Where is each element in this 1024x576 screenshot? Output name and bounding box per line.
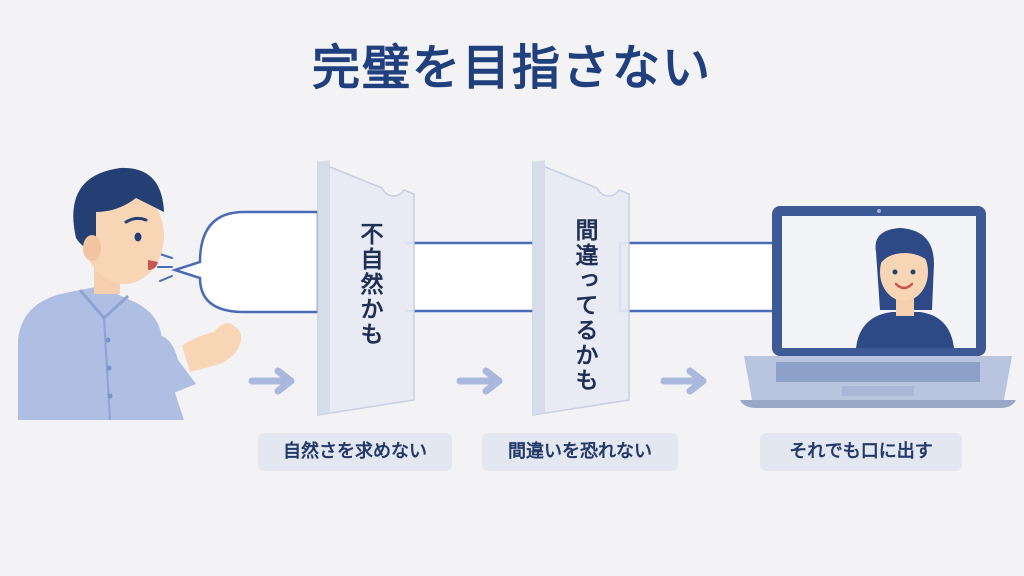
panel-label-unnatural: 不自然かも [356,222,382,347]
speech-bubble [157,210,850,314]
page-title: 完璧を目指さない [311,40,712,96]
caption-dont-fear-mistakes: 間違いを恐れない [482,433,678,471]
caption-speak-anyway: それでも口に出す [760,433,962,471]
arrow-right-icon [456,367,503,395]
caption-dont-seek-naturalness: 自然さを求めない [258,433,452,471]
laptop-video-call-icon [740,206,1016,408]
arrow-right-icon [248,367,295,395]
filter-panel-2 [532,160,630,416]
man-speaking-icon [18,167,242,421]
filter-panel-1 [317,160,415,416]
arrow-right-icon [660,367,707,395]
panel-label-mistaken: 間違ってるかも [571,218,597,393]
